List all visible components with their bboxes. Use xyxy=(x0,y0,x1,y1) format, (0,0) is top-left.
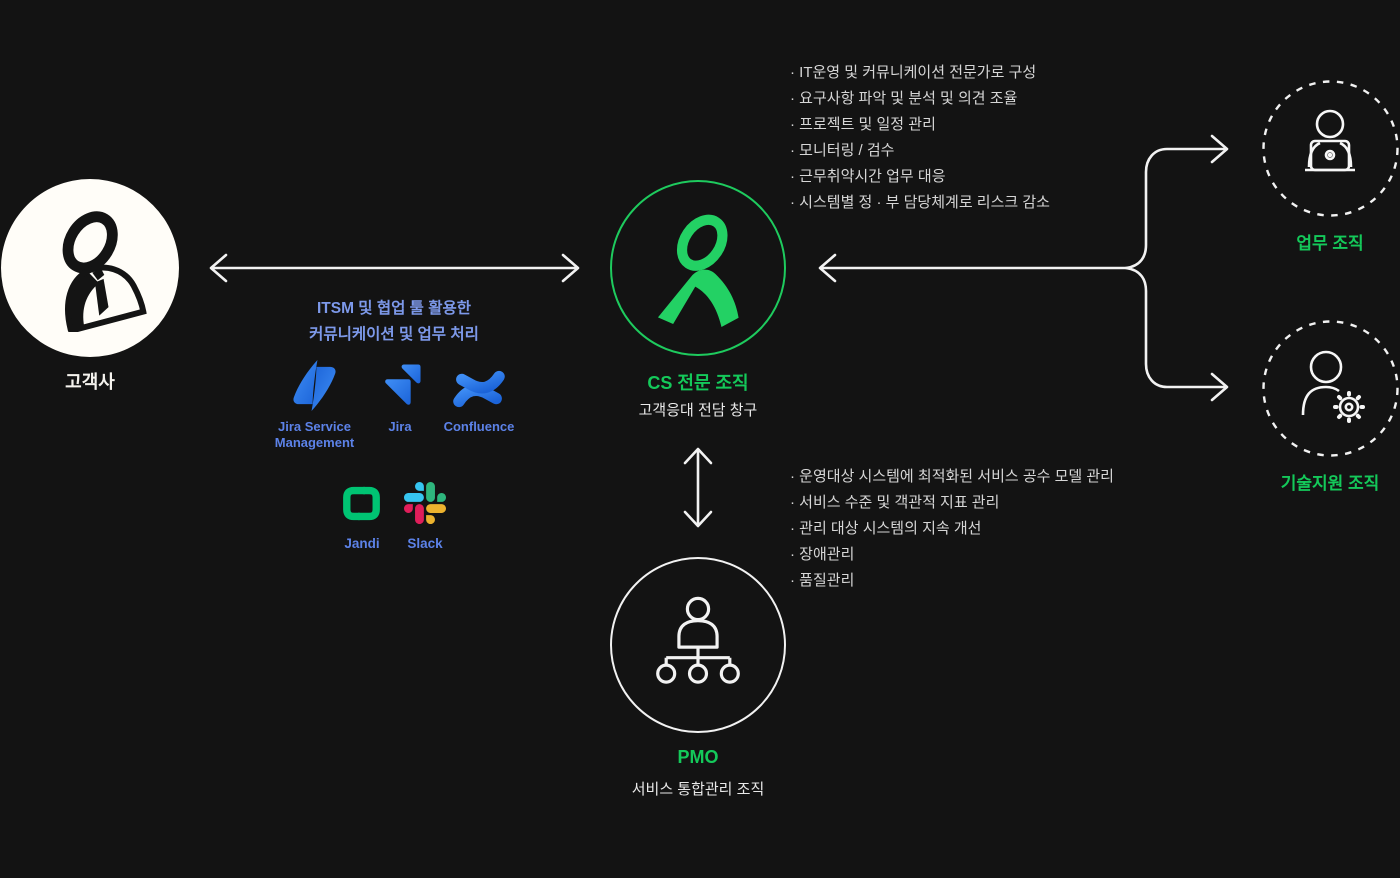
pmo-node-title: PMO xyxy=(677,747,719,767)
cs-role-item: · 요구사항 파악 및 분석 및 의견 조율 xyxy=(790,90,1018,107)
jandi-label: Jandi xyxy=(344,536,380,551)
confluence-label: Confluence xyxy=(443,419,515,434)
jira-service-management-logo xyxy=(293,359,336,412)
jira-label: Jira xyxy=(388,419,412,434)
customer-cs-arrow xyxy=(209,253,580,283)
confluence-logo xyxy=(453,370,505,408)
tech-org-label: 기술지원 조직 xyxy=(1280,474,1380,493)
laptop-person-icon xyxy=(1305,109,1355,172)
work-org-label: 업무 조직 xyxy=(1296,234,1364,253)
pmo-role-item: · 서비스 수준 및 객관적 지표 관리 xyxy=(790,494,1000,511)
cs-role-item: · IT운영 및 커뮤니케이션 전문가로 구성 xyxy=(790,64,1037,81)
customer-node-circle xyxy=(1,179,179,357)
work-org-circle xyxy=(1262,80,1399,217)
customer-label: 고객사 xyxy=(65,372,115,392)
customer-person-icon xyxy=(62,211,147,332)
cs-role-item: · 근무취약시간 업무 대응 xyxy=(790,168,946,185)
cs-role-item: · 시스템별 정 · 부 담당체계로 리스크 감소 xyxy=(790,194,1050,211)
gear-icon xyxy=(1333,391,1365,423)
pmo-node-circle xyxy=(610,557,786,733)
slack-label: Slack xyxy=(407,536,443,551)
cs-roles-list: · IT운영 및 커뮤니케이션 전문가로 구성 · 요구사항 파악 및 분석 및… xyxy=(790,60,1050,216)
jira-logo xyxy=(385,364,421,405)
pmo-roles-list: · 운영대상 시스템에 최적화된 서비스 공수 모델 관리 · 서비스 수준 및… xyxy=(790,464,1114,594)
pmo-role-item: · 장애관리 xyxy=(790,546,855,563)
cs-role-item: · 프로젝트 및 일정 관리 xyxy=(790,116,936,133)
pmo-role-item: · 운영대상 시스템에 최적화된 서비스 공수 모델 관리 xyxy=(790,468,1114,485)
pmo-role-item: · 품질관리 xyxy=(790,572,855,589)
person-gear-icon xyxy=(1301,350,1365,423)
cs-node-title: CS 전문 조직 xyxy=(647,373,749,393)
pmo-role-item: · 관리 대상 시스템의 지속 개선 xyxy=(790,520,982,537)
cs-role-item: · 모니터링 / 검수 xyxy=(790,142,895,159)
pmo-node-subtitle: 서비스 통합관리 조직 xyxy=(631,781,765,798)
pmo-org-chart-icon xyxy=(656,596,740,684)
cs-node-subtitle: 고객응대 전담 창구 xyxy=(638,402,758,419)
cs-orgs-branch-arrow xyxy=(818,134,1229,402)
cs-node-circle xyxy=(610,180,786,356)
cs-pmo-arrow xyxy=(683,447,713,528)
jandi-logo xyxy=(343,486,380,521)
tools-heading-line1: ITSM 및 협업 툴 활용한 xyxy=(316,300,472,317)
tools-heading-line2: 커뮤니케이션 및 업무 처리 xyxy=(309,326,479,343)
tech-org-circle xyxy=(1262,320,1399,457)
slack-logo xyxy=(404,482,446,524)
cs-person-icon xyxy=(657,214,739,328)
jira-service-management-label: Jira Service Management xyxy=(274,419,355,450)
